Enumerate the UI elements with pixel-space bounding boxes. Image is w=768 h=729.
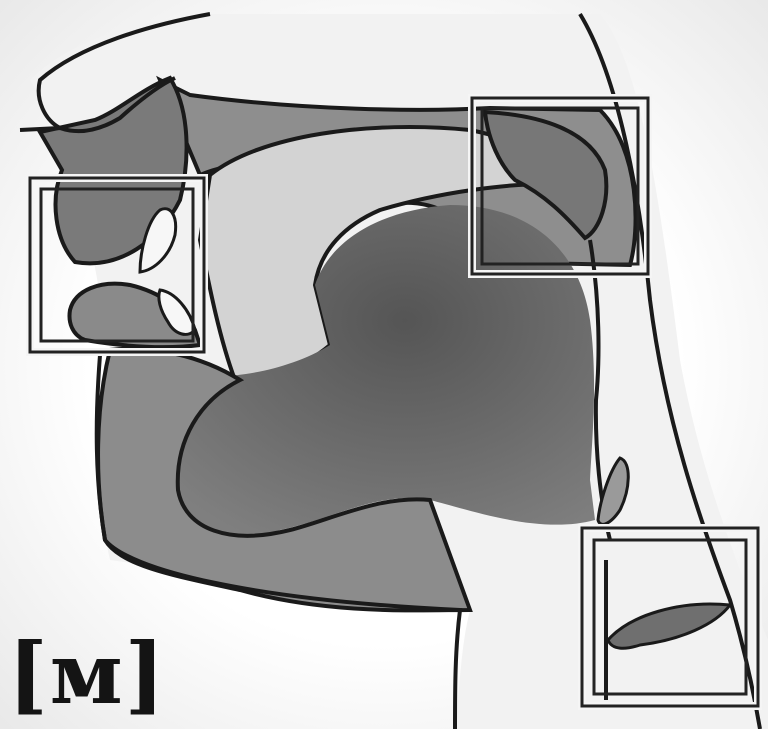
phoneme-label: [м] [8, 626, 166, 722]
